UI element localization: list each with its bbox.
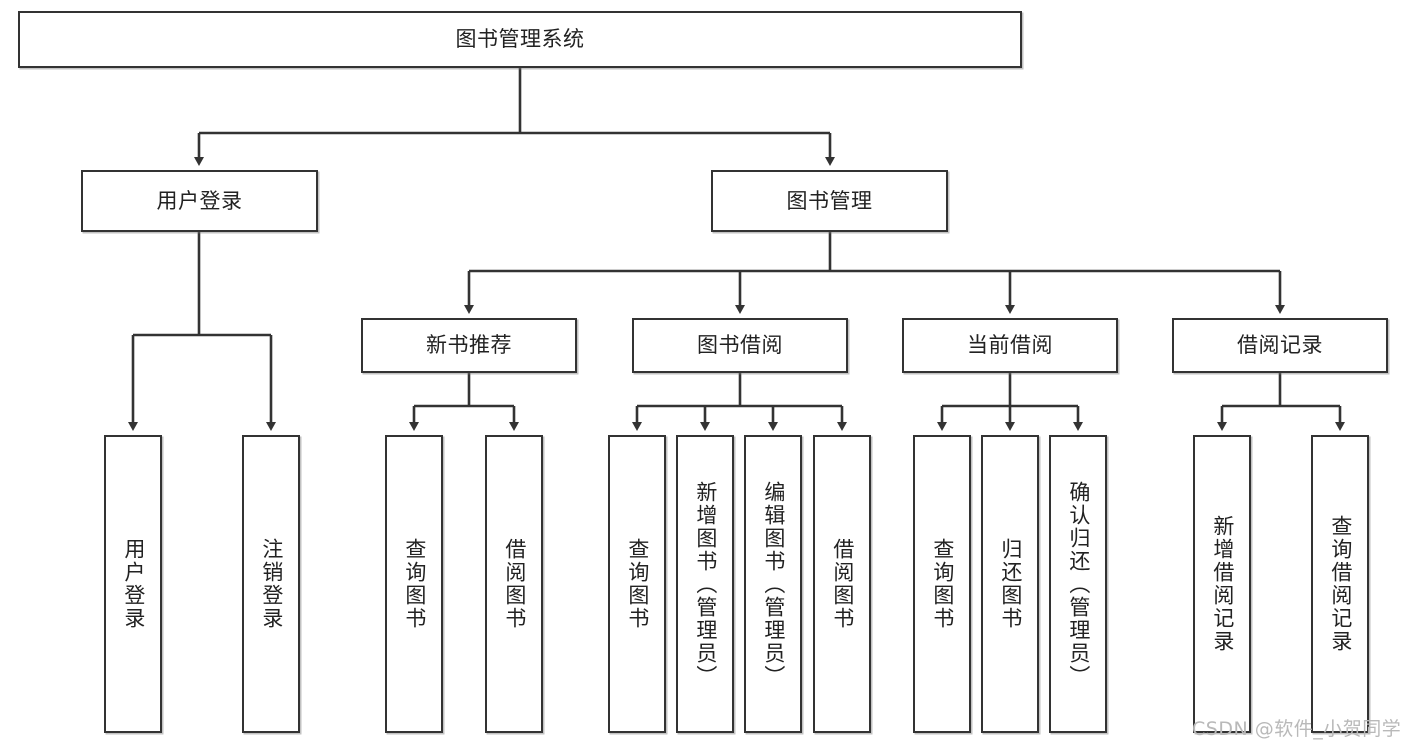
leaf-book-borrow-0[interactable]: 查询图书 <box>608 435 666 733</box>
leaf-label: 查询图书 <box>930 538 955 630</box>
node-borrow-record-label: 借阅记录 <box>1237 333 1323 358</box>
leaf-book-borrow-1[interactable]: 新增图书（管理员） <box>676 435 734 733</box>
node-book-borrow-label: 图书借阅 <box>697 333 783 358</box>
node-root-label: 图书管理系统 <box>455 27 585 52</box>
node-borrow-record[interactable]: 借阅记录 <box>1172 318 1388 373</box>
leaf-new-book-recommend-0[interactable]: 查询图书 <box>385 435 443 733</box>
node-book-management[interactable]: 图书管理 <box>711 170 948 232</box>
csdn-watermark: CSDN @软件_小贺同学 <box>1192 718 1402 740</box>
node-current-borrow[interactable]: 当前借阅 <box>902 318 1118 373</box>
leaf-label: 查询图书 <box>625 538 650 630</box>
leaf-user-login-1[interactable]: 注销登录 <box>242 435 300 733</box>
node-book-management-label: 图书管理 <box>786 188 873 213</box>
node-new-book-recommend[interactable]: 新书推荐 <box>361 318 577 373</box>
leaf-book-borrow-2[interactable]: 编辑图书（管理员） <box>744 435 802 733</box>
node-user-login[interactable]: 用户登录 <box>81 170 318 232</box>
node-book-borrow[interactable]: 图书借阅 <box>632 318 848 373</box>
leaf-label: 查询借阅记录 <box>1328 515 1353 653</box>
leaf-label: 确认归还（管理员） <box>1066 480 1091 688</box>
leaf-label: 编辑图书（管理员） <box>761 480 786 688</box>
leaf-label: 新增借阅记录 <box>1210 515 1235 653</box>
node-new-book-recommend-label: 新书推荐 <box>426 333 512 358</box>
leaf-label: 借阅图书 <box>830 538 855 630</box>
leaf-label: 归还图书 <box>998 538 1023 630</box>
node-current-borrow-label: 当前借阅 <box>967 333 1053 358</box>
leaf-current-borrow-2[interactable]: 确认归还（管理员） <box>1049 435 1107 733</box>
node-user-login-label: 用户登录 <box>156 188 243 213</box>
leaf-current-borrow-0[interactable]: 查询图书 <box>913 435 971 733</box>
leaf-label: 用户登录 <box>121 538 146 630</box>
leaf-label: 借阅图书 <box>502 538 527 630</box>
leaf-book-borrow-3[interactable]: 借阅图书 <box>813 435 871 733</box>
leaf-borrow-record-1[interactable]: 查询借阅记录 <box>1311 435 1369 733</box>
leaf-user-login-0[interactable]: 用户登录 <box>104 435 162 733</box>
leaf-current-borrow-1[interactable]: 归还图书 <box>981 435 1039 733</box>
leaf-label: 查询图书 <box>402 538 427 630</box>
leaf-label: 新增图书（管理员） <box>693 480 718 688</box>
leaf-label: 注销登录 <box>259 538 284 630</box>
node-root[interactable]: 图书管理系统 <box>18 11 1022 68</box>
leaf-borrow-record-0[interactable]: 新增借阅记录 <box>1193 435 1251 733</box>
leaf-new-book-recommend-1[interactable]: 借阅图书 <box>485 435 543 733</box>
